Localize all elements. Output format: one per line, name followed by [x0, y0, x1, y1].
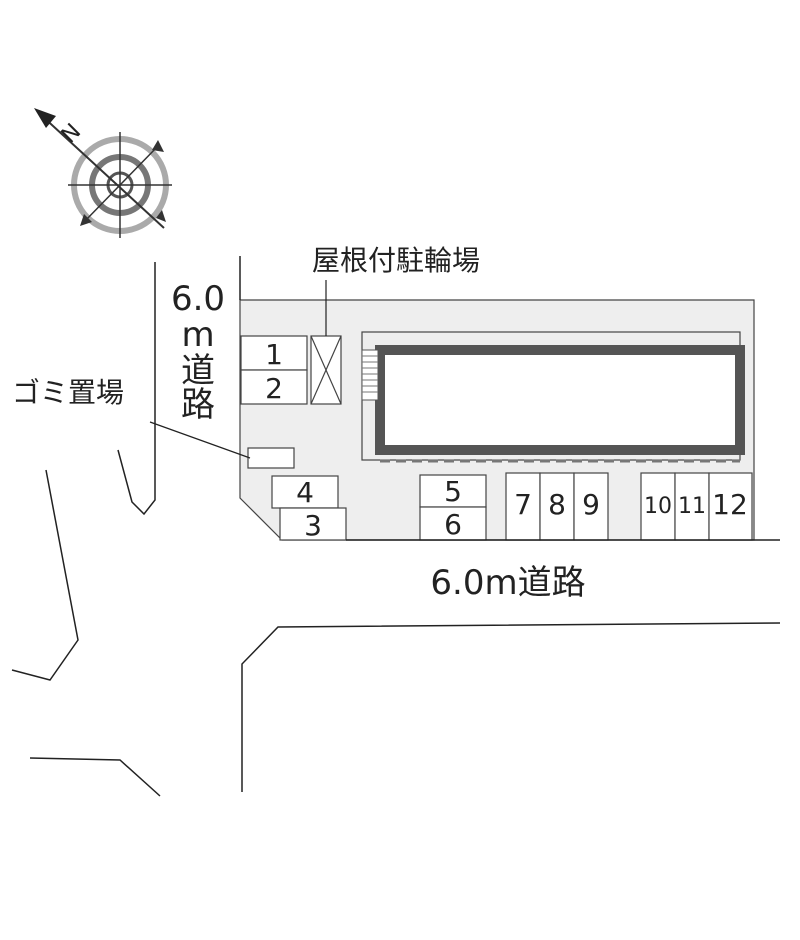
- compass-north-arrow: [39, 113, 165, 229]
- parking-space-9-box: [573, 472, 609, 541]
- parking-space-8-number: 8: [548, 488, 566, 521]
- west-road-label-4: 路: [181, 385, 215, 425]
- parking-space-4-box: [271, 475, 339, 509]
- compass-north-label: N: [57, 119, 86, 148]
- building-main: [375, 345, 745, 455]
- parking-space-7-box: [505, 472, 541, 541]
- compass-tick-ne-icon: [152, 140, 164, 152]
- parking-space-2-box: [240, 369, 308, 405]
- parking-space-4-number: 4: [296, 476, 314, 509]
- parking-space-6-box: [419, 506, 487, 541]
- parking-space-11-box: [674, 472, 710, 541]
- parking-space-11-number: 11: [678, 494, 706, 519]
- west-road-label-3: 道: [181, 351, 215, 391]
- road-curb-left: [11, 469, 79, 681]
- parking-space-6-number: 6: [444, 508, 462, 541]
- south-road-label: 6.0m道路: [430, 563, 585, 603]
- parking-space-3-number: 3: [304, 509, 322, 542]
- parking-space-10-number: 10: [644, 494, 672, 519]
- south-road-bottom-edge: [241, 622, 781, 792]
- parking-space-1-box: [240, 335, 308, 371]
- west-road-left-edge: [117, 262, 156, 516]
- parking-space-8-box: [539, 472, 575, 541]
- parking-space-2-number: 2: [265, 372, 283, 405]
- bicycle-parking-label: 屋根付駐輪場: [312, 244, 480, 277]
- parking-space-5-number: 5: [444, 475, 462, 508]
- west-road-label-2: m: [181, 315, 214, 355]
- garbage-area-leader: [149, 421, 251, 459]
- building-stairs: [361, 349, 379, 401]
- road-edges: [11, 256, 781, 797]
- parking-space-9-number: 9: [582, 488, 600, 521]
- parking-space-12-box: [708, 472, 753, 541]
- parking-space-12-number: 12: [712, 488, 748, 521]
- compass-tick-sw-icon: [80, 214, 92, 226]
- compass-diag-b: [83, 145, 159, 223]
- road-curb-bottom: [29, 757, 161, 797]
- compass-arrow-head-icon: [34, 108, 56, 128]
- compass-tick-se-icon: [156, 210, 166, 222]
- west-road-label-1: 6.0: [171, 279, 225, 319]
- bicycle-parking: [310, 280, 342, 405]
- parking-space-1-number: 1: [265, 338, 283, 371]
- compass: N: [34, 108, 172, 238]
- parking-spaces: 1 2 3 4 5 6 7 8 9 10 11 12: [240, 335, 753, 542]
- garbage-area-box: [247, 447, 295, 469]
- parking-space-5-box: [419, 474, 487, 508]
- parking-space-10-box: [640, 472, 676, 541]
- parking-space-3-box: [279, 507, 347, 541]
- garbage-area-label: ゴミ置場: [12, 376, 124, 409]
- parking-space-7-number: 7: [514, 488, 532, 521]
